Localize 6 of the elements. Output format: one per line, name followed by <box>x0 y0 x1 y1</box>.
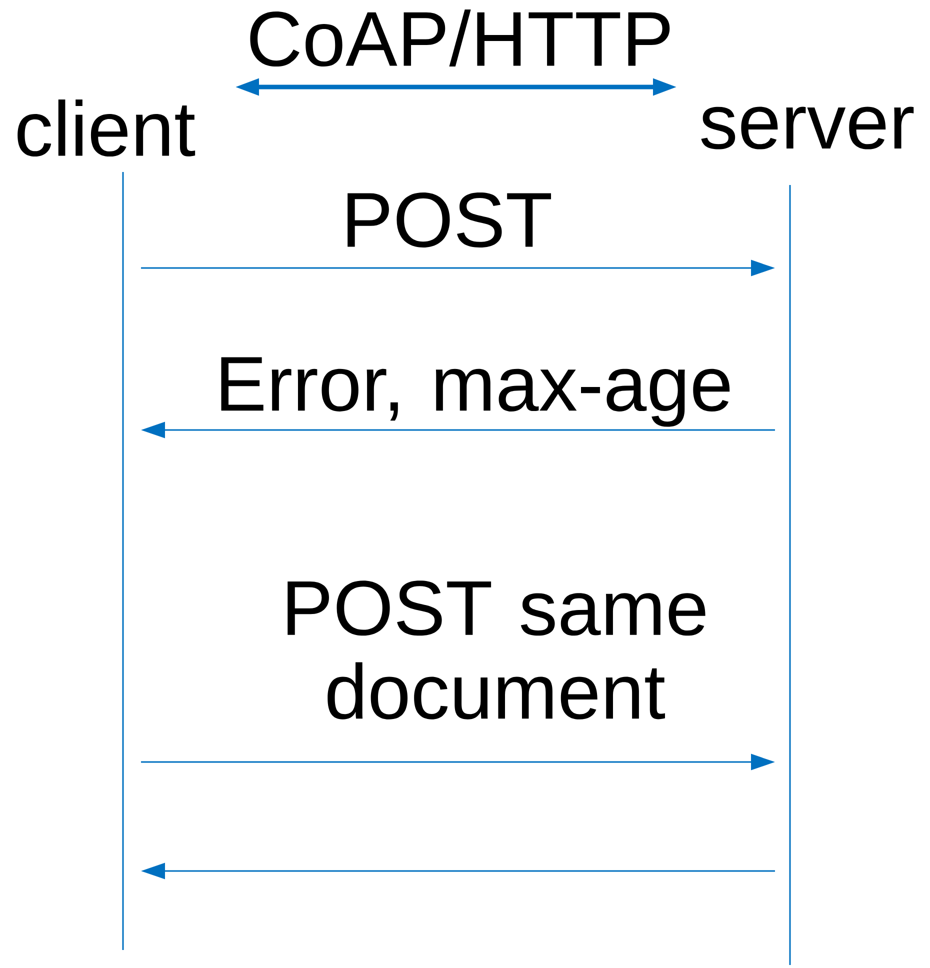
lifeline-label: client <box>18 99 196 157</box>
edge-label: POST same document <box>288 580 706 720</box>
edge-label: CoAP/HTTP <box>250 9 670 67</box>
edge-label: POST <box>348 192 552 248</box>
lifeline-label: server <box>701 106 914 150</box>
edge-label: Error, max-age <box>221 357 730 427</box>
